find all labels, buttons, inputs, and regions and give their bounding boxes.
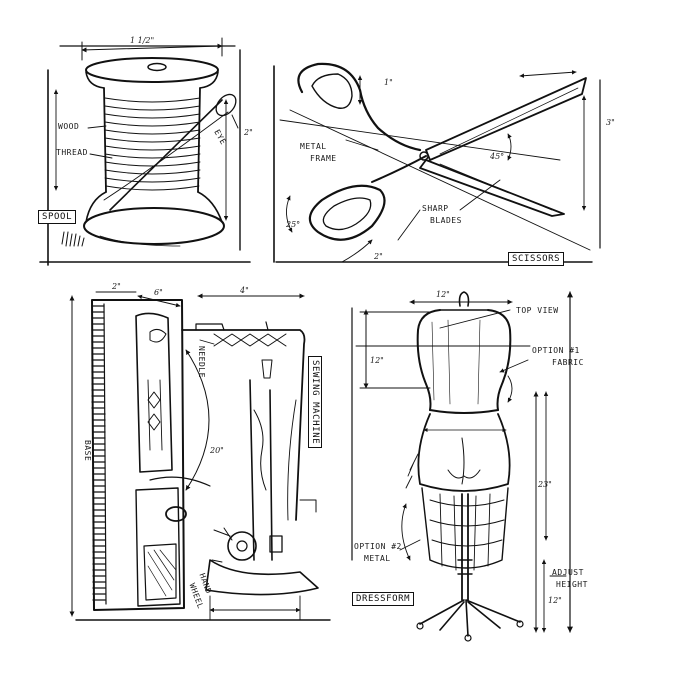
sewing-machine-dim-2: 2" [112, 282, 121, 291]
scissors-dim-1: 1" [384, 78, 393, 87]
scissors-angle-25: 25° [286, 220, 301, 229]
dressform-sketch [351, 291, 573, 642]
scissors-metal-label: METAL [300, 142, 327, 151]
sewing-machine-dim-4: 4" [240, 286, 249, 295]
scissors-sketch [273, 62, 601, 263]
spool-thread-label: THREAD [56, 148, 88, 157]
scissors-frame-label: FRAME [310, 154, 337, 163]
dressform-dim-23: 23" [538, 480, 552, 489]
sewing-machine-needle-label: NEEDLE [197, 346, 206, 378]
sewing-machine-title-box: SEWING MACHINE [308, 356, 322, 449]
scissors-dim-2: 2" [374, 252, 383, 261]
sewing-machine-sketch [69, 291, 331, 621]
sewing-machine-base-label: BASE [83, 440, 92, 462]
scissors-dim-3: 3" [606, 118, 615, 127]
dressform-title-box: DRESSFORM [352, 592, 415, 606]
dressform-dim-12-top: 12" [436, 290, 450, 299]
spool-wood-label: WOOD [58, 122, 80, 131]
dressform-adjust-label: ADJUST [552, 568, 584, 577]
dressform-dim-12-left: 12" [370, 356, 384, 365]
scissors-blades-label: BLADES [430, 216, 462, 225]
spool-sketch [39, 37, 251, 266]
dressform-option1-label: OPTION #1 [532, 346, 580, 355]
dressform-dim-12-bottom: 12" [548, 596, 562, 605]
sewing-machine-dim-20: 20" [210, 446, 224, 455]
dressform-height-label: HEIGHT [556, 580, 588, 589]
scissors-title-box: SCISSORS [508, 252, 565, 266]
dressform-top-view-label: TOP VIEW [516, 306, 559, 315]
scissors-sharp-label: SHARP [422, 204, 449, 213]
sewing-machine-dim-6: 6" [154, 288, 163, 297]
dressform-metal-label: METAL [364, 554, 391, 563]
scissors-angle-45: 45° [490, 152, 505, 161]
spool-title-box: SPOOL [38, 210, 77, 224]
spool-width-dim: 1 1/2" [130, 36, 155, 45]
spool-height-dim: 2" [244, 128, 253, 137]
dressform-fabric-label: FABRIC [552, 358, 584, 367]
dressform-option2-label: OPTION #2 [354, 542, 402, 551]
